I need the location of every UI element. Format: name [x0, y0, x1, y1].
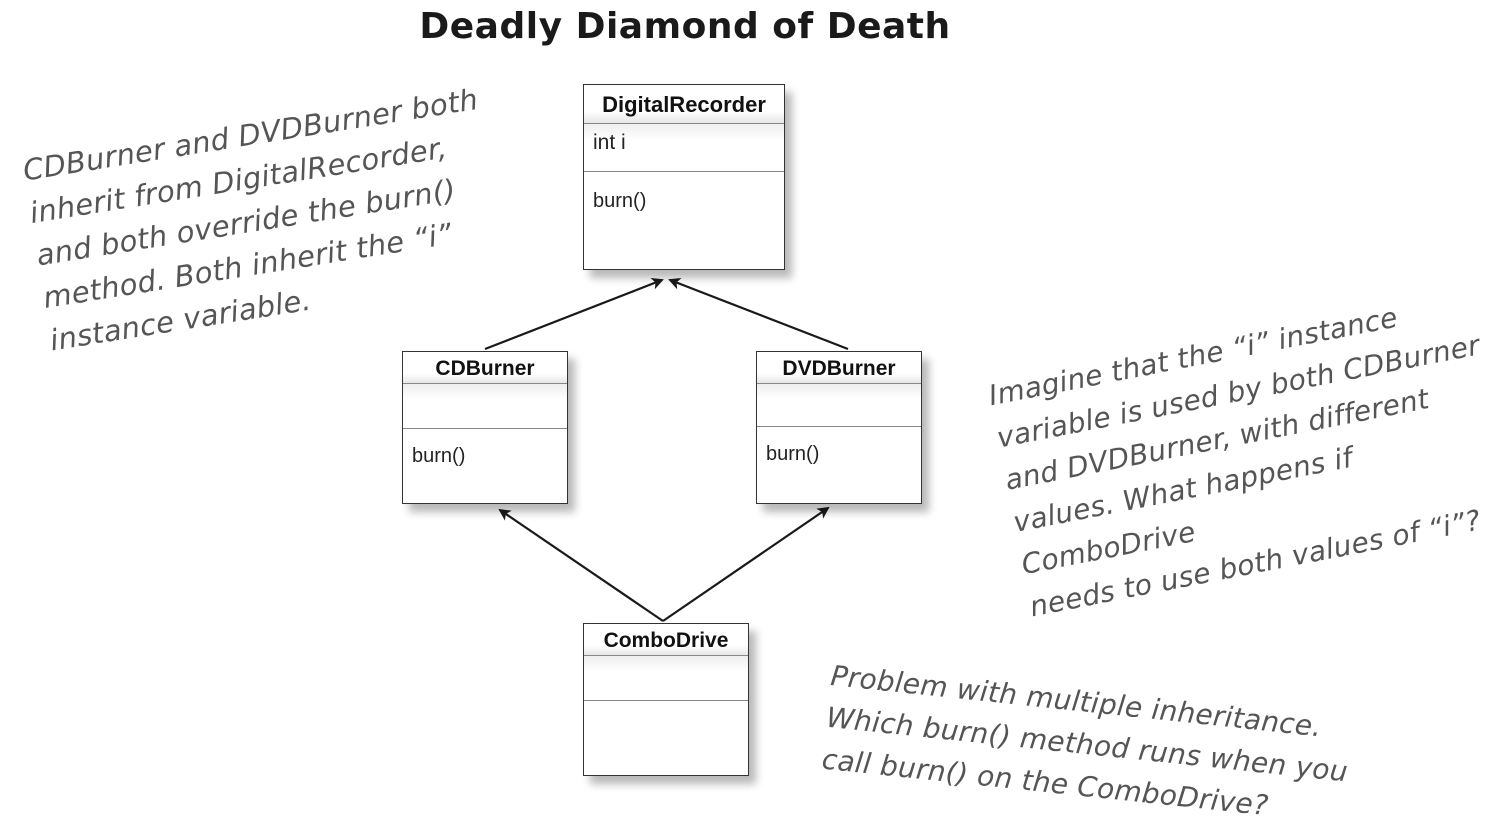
- class-name: DVDBurner: [757, 352, 921, 384]
- arrow-dvdburner-to-digitalrecorder: [668, 278, 849, 351]
- class-digitalrecorder: DigitalRecorder int i burn(): [583, 84, 785, 270]
- class-attributes: [757, 384, 921, 427]
- class-attributes: int i: [584, 124, 784, 172]
- class-methods: burn(): [593, 190, 647, 212]
- class-dvdburner: DVDBurner burn(): [756, 351, 922, 504]
- class-attributes: [403, 384, 567, 429]
- class-name: DigitalRecorder: [584, 85, 784, 124]
- class-name: CDBurner: [403, 352, 567, 384]
- class-attributes: [584, 656, 748, 701]
- class-methods: burn(): [766, 443, 820, 465]
- diagram-title: Deadly Diamond of Death: [419, 6, 951, 47]
- class-methods: burn(): [412, 445, 466, 467]
- arrow-cdburner-to-digitalrecorder: [484, 278, 664, 351]
- arrow-combodrive-to-cdburner: [498, 508, 664, 622]
- arrow-combodrive-to-dvdburner: [662, 506, 830, 622]
- class-name: ComboDrive: [584, 624, 748, 656]
- class-cdburner: CDBurner burn(): [402, 351, 568, 504]
- class-combodrive: ComboDrive: [583, 623, 749, 776]
